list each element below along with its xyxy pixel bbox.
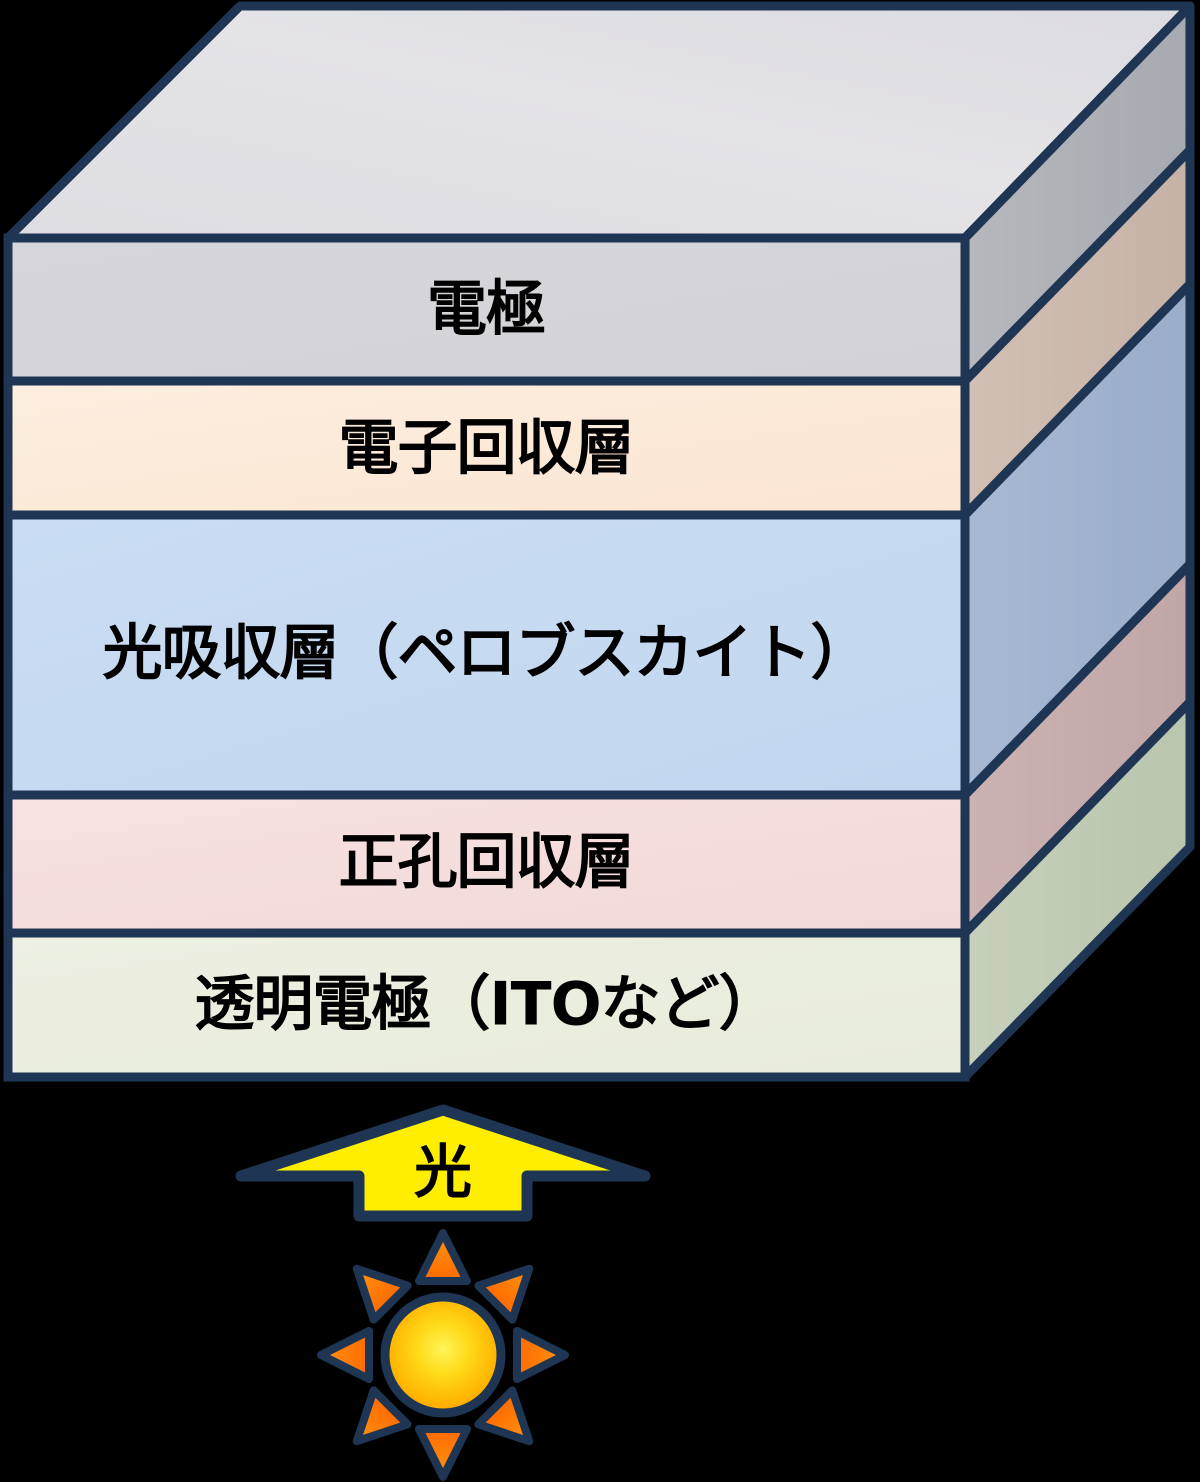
sun-core <box>380 1292 506 1418</box>
sun-ray-nw <box>352 1264 412 1324</box>
layer-label-electron-collection-layer: 電子回収層 <box>339 414 634 484</box>
light-arrow-shape <box>235 1104 651 1222</box>
layer-front-hole-collection-layer <box>3 790 970 938</box>
sun-ray-se <box>474 1386 534 1446</box>
layer-label-transparent-electrode: 透明電極（ITOなど） <box>194 970 777 1040</box>
sun-ray-w <box>317 1327 373 1383</box>
sun-ray-s <box>415 1425 471 1481</box>
sun-icon <box>317 1229 569 1481</box>
layer-front-electrode <box>3 233 970 386</box>
layer-label-light-absorption-layer: 光吸収層（ペロブスカイト） <box>103 619 870 689</box>
sun-ray-sw <box>352 1386 412 1446</box>
sun-ray-e <box>513 1327 569 1383</box>
solar-cell-stack: 電極 電子回収層 光吸収層（ペロブスカイト） 正孔回収層 透明電極（ITOなど） <box>3 1 1195 1082</box>
layer-label-hole-collection-layer: 正孔回収層 <box>339 828 634 898</box>
light-arrow: 光 <box>235 1104 651 1222</box>
layer-label-electrode: 電極 <box>427 275 545 345</box>
sun-ray-ne <box>474 1264 534 1324</box>
layer-front-electron-collection-layer <box>3 376 970 520</box>
light-arrow-label: 光 <box>414 1138 472 1206</box>
sun-ray-n <box>415 1229 471 1285</box>
layer-front-transparent-electrode <box>3 928 970 1082</box>
sun-rays <box>317 1229 569 1481</box>
